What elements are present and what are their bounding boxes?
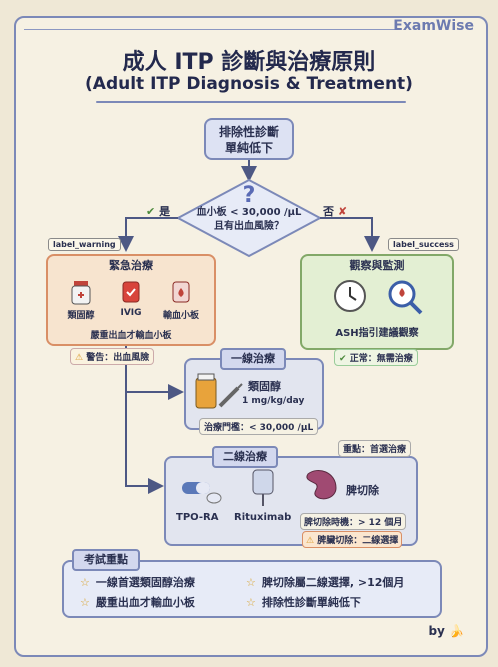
start-node: 排除性診斷 單純低下	[204, 118, 294, 160]
subtitle-underline	[96, 101, 406, 103]
splenectomy-warning: ⚠ 脾臟切除：二線選擇	[302, 531, 403, 548]
cross-icon: ✘	[337, 205, 348, 218]
footer-credit: by 🍌	[428, 624, 464, 638]
ivig-item: IVIG	[108, 278, 154, 318]
pill-bottle-icon	[71, 281, 91, 305]
star-icon: ☆	[80, 596, 90, 609]
yes-label: ✔ 是	[146, 203, 170, 219]
splenectomy-warning-text: 脾臟切除：二線選擇	[317, 536, 399, 546]
header-rule	[24, 29, 398, 30]
clock-icon	[334, 280, 366, 312]
exam-point-3-text: 嚴重出血才輸血小板	[95, 596, 195, 609]
star-icon: ☆	[246, 576, 256, 589]
tpo-ra-label: TPO-RA	[176, 512, 219, 523]
no-label: 否 ✘	[323, 203, 347, 219]
exam-point-1-text: 一線首選類固醇治療	[95, 576, 195, 589]
label-warning-tag: label_warning	[48, 238, 121, 251]
observe-title: 觀察與監測	[349, 259, 405, 272]
urgent-treatment-box: 緊急治療 類固醇 IVIG 輸血小板 嚴重出血才輸血小板	[46, 254, 216, 346]
star-icon: ☆	[80, 576, 90, 589]
normal-badge-text: 正常：無需治療	[349, 354, 413, 364]
first-line-threshold: 治療門檻：< 30,000 /µL	[199, 418, 319, 435]
check-badge-icon: ✔	[339, 354, 347, 364]
exam-point-3: ☆ 嚴重出血才輸血小板	[80, 594, 195, 610]
capsule-icon	[182, 482, 222, 504]
decision-text: 血小板 < 30,000 /µL 且有出血風險？	[196, 207, 302, 232]
no-text: 否	[323, 205, 334, 218]
blood-bag-icon	[172, 281, 190, 303]
warning-icon-2: ⚠	[306, 536, 315, 546]
exam-point-1: ☆ 一線首選類固醇治療	[80, 574, 195, 590]
bleeding-warning-badge: ⚠ 警告：出血風險	[70, 348, 155, 365]
ivig-label: IVIG	[120, 308, 142, 318]
footer-text: by	[428, 624, 445, 638]
infusion-bag-icon	[252, 469, 274, 506]
start-node-text: 排除性診斷 單純低下	[218, 125, 279, 155]
platelet-label: 輸血小板	[162, 311, 199, 321]
exam-point-2-text: 脾切除屬二線選擇, >12個月	[261, 576, 405, 589]
star-icon: ☆	[246, 596, 256, 609]
spleen-icon	[306, 470, 337, 500]
magnifier-icon	[388, 280, 423, 315]
warning-icon: ⚠	[75, 353, 84, 363]
question-mark-icon: ?	[242, 183, 256, 208]
splenectomy-timing: 脾切除時機：> 12 個月	[300, 513, 407, 530]
yes-text: 是	[159, 205, 171, 218]
observation-box: 觀察與監測 ASH指引建議觀察	[300, 254, 454, 350]
second-line-focus: 重點：首選治療	[338, 440, 412, 457]
first-line-title: 一線治療	[220, 348, 286, 370]
platelet-item: 輸血小板	[158, 278, 204, 321]
label-success-tag: label_success	[388, 238, 459, 251]
normal-badge: ✔ 正常：無需治療	[334, 349, 418, 366]
check-icon: ✔	[146, 205, 156, 218]
splenectomy-label: 脾切除	[346, 484, 379, 497]
exam-title: 考試重點	[72, 549, 140, 571]
brand-name: ExamWise	[393, 18, 474, 34]
exam-point-4: ☆ 排除性診斷單純低下	[246, 594, 361, 610]
exam-point-2: ☆ 脾切除屬二線選擇, >12個月	[246, 574, 404, 590]
rituximab-label: Rituximab	[234, 512, 292, 523]
bleeding-warning-text: 警告：出血風險	[86, 353, 150, 363]
page-title: 成人 ITP 診斷與治療原則	[122, 50, 376, 75]
second-line-title: 二線治療	[212, 446, 278, 468]
steroid-label: 類固醇	[67, 311, 95, 321]
urgent-note: 嚴重出血才輸血小板	[90, 331, 172, 341]
urgent-title: 緊急治療	[109, 259, 153, 272]
steroid-item: 類固醇	[58, 278, 104, 321]
first-line-dose: 1 mg/kg/day	[242, 396, 305, 406]
iv-bag-icon	[122, 281, 140, 303]
first-line-drug: 類固醇	[248, 380, 281, 393]
page-subtitle: (Adult ITP Diagnosis & Treatment)	[85, 74, 413, 94]
banana-icon: 🍌	[449, 624, 464, 638]
pill-syringe-icon	[195, 373, 243, 409]
exam-point-4-text: 排除性診斷單純低下	[261, 596, 361, 609]
observe-note: ASH指引建議觀察	[335, 328, 419, 339]
